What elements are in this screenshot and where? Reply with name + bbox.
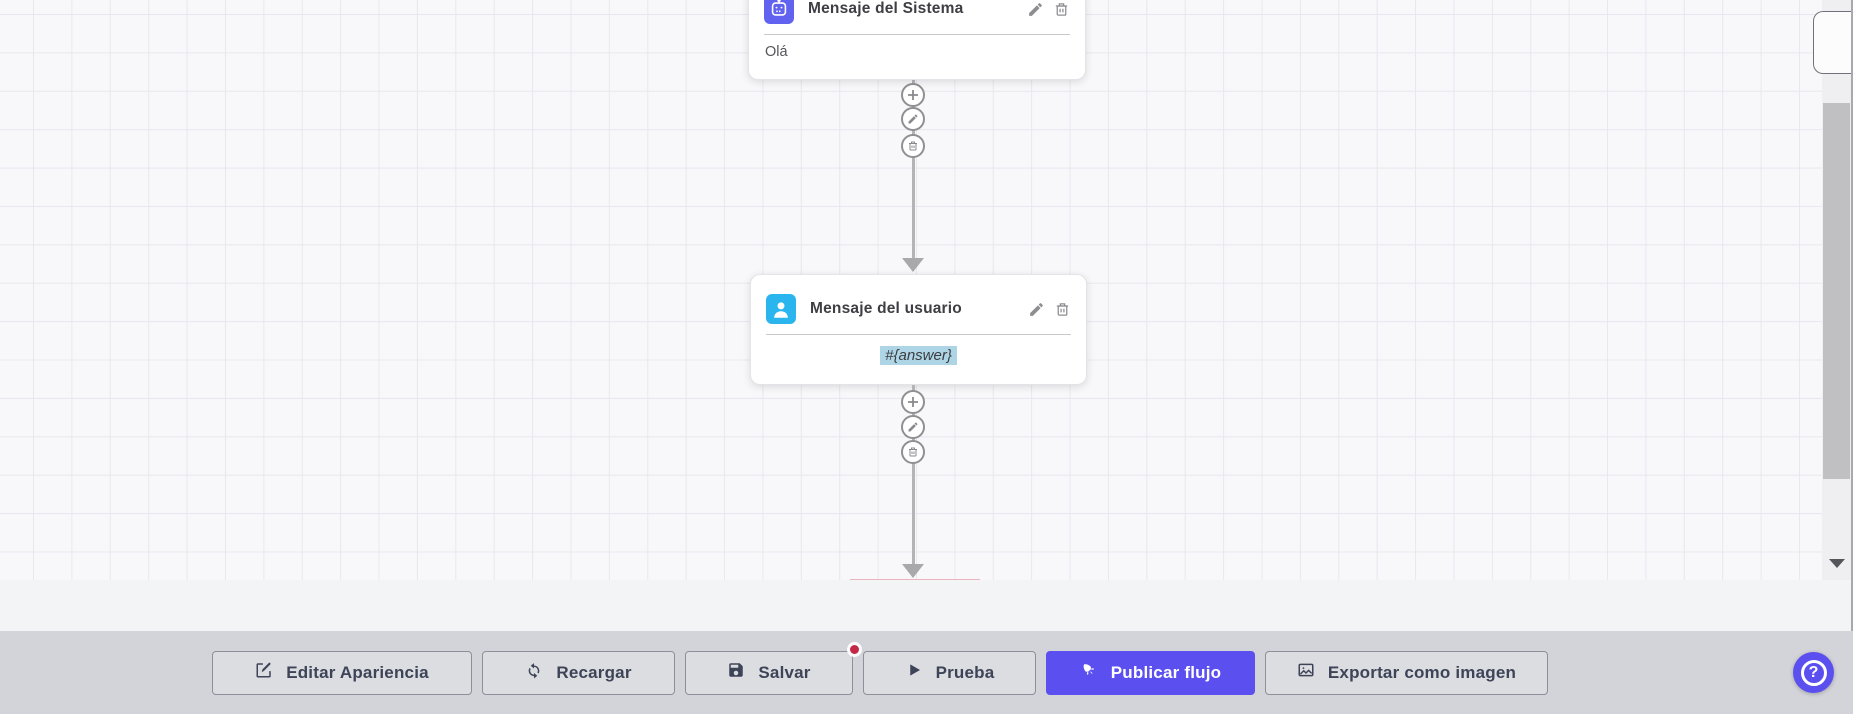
reload-button[interactable]: Recargar bbox=[482, 650, 675, 695]
pencil-icon bbox=[907, 113, 919, 125]
bottom-toolbar: Editar Apariencia Recargar Salvar bbox=[0, 631, 1853, 714]
connector-line bbox=[912, 76, 915, 260]
image-icon bbox=[1297, 661, 1315, 684]
window-right-edge bbox=[1851, 0, 1853, 714]
node-header: Mensaje del Sistema bbox=[749, 0, 1085, 34]
edit-appearance-button[interactable]: Editar Apariencia bbox=[212, 650, 472, 695]
next-node-top-edge bbox=[850, 578, 980, 581]
pencil-icon bbox=[907, 421, 919, 433]
publish-flow-button[interactable]: Publicar flujo bbox=[1046, 650, 1255, 695]
add-node-button[interactable] bbox=[901, 83, 925, 107]
button-label: Publicar flujo bbox=[1110, 662, 1222, 682]
add-node-button[interactable] bbox=[901, 390, 925, 414]
node-divider bbox=[766, 334, 1071, 335]
edit-node-button[interactable] bbox=[1027, 1, 1044, 18]
node-header: Mensaje del usuario bbox=[751, 275, 1086, 334]
save-button[interactable]: Salvar bbox=[685, 641, 862, 695]
delete-node-button[interactable] bbox=[1054, 301, 1071, 318]
edit-connector-button[interactable] bbox=[901, 107, 925, 131]
arrow-down-icon bbox=[902, 258, 924, 272]
user-icon bbox=[766, 294, 796, 324]
trash-icon bbox=[907, 140, 919, 152]
delete-connector-button[interactable] bbox=[901, 134, 925, 158]
button-label: Recargar bbox=[556, 662, 632, 682]
plus-icon bbox=[907, 89, 919, 101]
collapsed-side-panel[interactable] bbox=[1813, 11, 1853, 74]
plus-icon bbox=[907, 396, 919, 408]
arrow-down-icon bbox=[902, 564, 924, 578]
button-label: Prueba bbox=[935, 662, 995, 682]
edit-connector-button[interactable] bbox=[901, 415, 925, 439]
export-image-button[interactable]: Exportar como imagen bbox=[1265, 650, 1548, 695]
delete-connector-button[interactable] bbox=[901, 440, 925, 464]
connector-line bbox=[912, 385, 915, 565]
question-mark-icon: ? bbox=[1800, 659, 1827, 686]
node-body-text: Olá bbox=[765, 44, 788, 60]
answer-variable-chip[interactable]: #{answer} bbox=[880, 346, 957, 365]
canvas-bottom-band bbox=[0, 580, 1853, 631]
save-icon bbox=[727, 661, 745, 684]
unsaved-changes-dot bbox=[847, 641, 862, 657]
node-system-message[interactable]: Mensaje del Sistema Olá bbox=[748, 0, 1086, 80]
edit-icon bbox=[255, 661, 273, 684]
button-label: Editar Apariencia bbox=[286, 662, 429, 682]
play-icon bbox=[905, 661, 923, 684]
delete-node-button[interactable] bbox=[1053, 1, 1070, 18]
scroll-down-arrow[interactable] bbox=[1829, 559, 1845, 568]
refresh-icon bbox=[525, 661, 543, 684]
node-title: Mensaje del usuario bbox=[810, 300, 962, 317]
vertical-scrollbar-thumb[interactable] bbox=[1823, 103, 1850, 479]
trash-icon bbox=[907, 446, 919, 458]
button-label: Exportar como imagen bbox=[1327, 662, 1517, 682]
node-title: Mensaje del Sistema bbox=[808, 0, 964, 17]
help-button[interactable]: ? bbox=[1793, 652, 1834, 693]
node-divider bbox=[764, 34, 1070, 35]
node-body: #{answer} bbox=[751, 335, 1086, 382]
edit-node-button[interactable] bbox=[1028, 301, 1045, 318]
node-user-message[interactable]: Mensaje del usuario #{answer} bbox=[750, 274, 1087, 385]
button-label: Salvar bbox=[758, 662, 811, 682]
robot-icon bbox=[764, 0, 794, 24]
test-button[interactable]: Prueba bbox=[863, 650, 1036, 695]
rocket-icon bbox=[1080, 661, 1098, 684]
